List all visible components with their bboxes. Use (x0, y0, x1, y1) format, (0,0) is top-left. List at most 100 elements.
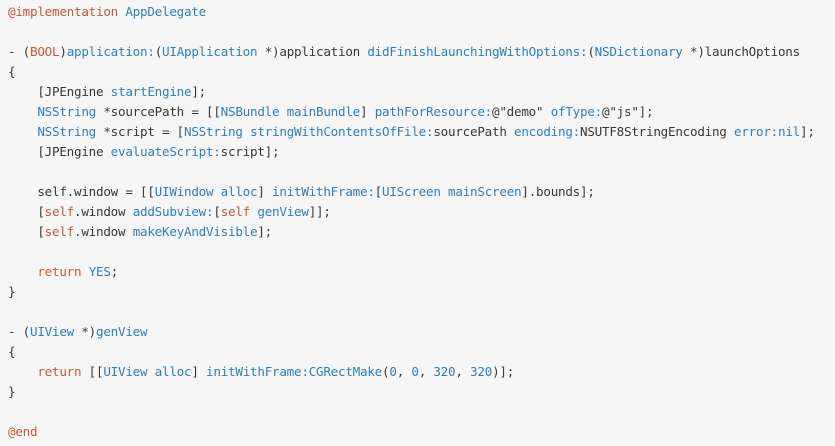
code-token-plain: NSUTF8StringEncoding (580, 124, 734, 139)
code-token-method: ofType: (550, 104, 603, 119)
code-token-plain (213, 184, 220, 199)
code-line: [self.window addSubview:[self genView]]; (8, 202, 835, 222)
code-line (8, 162, 835, 182)
code-token-plain: script]; (220, 144, 280, 159)
code-line: return YES; (8, 262, 835, 282)
code-token-type: UIView (103, 364, 148, 379)
code-token-plain: - ( (8, 324, 30, 339)
code-token-keyword: self (220, 204, 251, 219)
code-token-plain: , (396, 364, 412, 379)
code-token-plain: ]]; (308, 204, 331, 219)
code-token-plain (147, 364, 154, 379)
code-token-plain: .window (74, 204, 133, 219)
code-line: [self.window makeKeyAndVisible]; (8, 222, 835, 242)
code-token-plain: [JPEngine (8, 84, 111, 99)
code-token-method: encoding: (514, 124, 580, 139)
code-line: @implementation AppDelegate (8, 2, 835, 22)
code-token-plain: [[ (81, 364, 104, 379)
code-token-keyword: BOOL (30, 44, 60, 59)
code-token-plain: *)application (257, 44, 368, 59)
code-token-plain: ] (360, 104, 375, 119)
code-token-type: nil (777, 124, 800, 139)
code-token-method: genView (96, 324, 148, 339)
code-token-keyword: return (37, 264, 82, 279)
code-line: { (8, 62, 835, 82)
code-token-plain: , (418, 364, 434, 379)
code-token-type: NSString (184, 124, 243, 139)
code-token-method: error: (733, 124, 778, 139)
code-token-plain: )]; (492, 364, 515, 379)
code-token-plain: } (8, 284, 16, 299)
code-token-plain: ) (59, 44, 67, 59)
code-token-method: alloc (154, 364, 192, 379)
code-token-method: initWithFrame: (272, 184, 375, 199)
code-token-plain: self.window = [[ (8, 184, 155, 199)
code-token-plain (279, 104, 286, 119)
code-token-plain (81, 264, 88, 279)
code-line: } (8, 382, 835, 402)
code-token-plain: , (455, 364, 471, 379)
code-token-plain (8, 124, 37, 139)
code-token-plain: { (8, 344, 16, 359)
code-token-type: 320 (470, 364, 493, 379)
code-token-method: genView (257, 204, 309, 219)
code-token-keyword: @end (8, 424, 38, 439)
code-line: - (UIView *)genView (8, 322, 835, 342)
code-token-plain: ]; (257, 224, 273, 239)
code-token-method: alloc (220, 184, 258, 199)
code-token-plain: *) (74, 324, 96, 339)
code-token-method: application: (66, 44, 155, 59)
code-token-method: makeKeyAndVisible (132, 224, 258, 239)
code-token-plain: ].bounds]; (521, 184, 595, 199)
code-token-type: NSDictionary (594, 44, 683, 59)
code-token-type: UIApplication (162, 44, 258, 59)
code-token-type: YES (88, 264, 111, 279)
code-token-plain: ( (382, 364, 390, 379)
code-token-keyword: self (44, 224, 75, 239)
code-token-type: AppDelegate (125, 4, 206, 19)
code-token-type: 320 (433, 364, 456, 379)
code-token-type: CGRectMake (308, 364, 383, 379)
code-token-plain: [ (8, 224, 45, 239)
code-token-type: NSBundle (220, 104, 280, 119)
code-token-method: addSubview: (132, 204, 214, 219)
code-line: - (BOOL)application:(UIApplication *)app… (8, 42, 835, 62)
code-token-plain: [ (374, 184, 383, 199)
code-token-plain: ] (191, 364, 207, 379)
code-token-plain: [JPEngine (8, 144, 111, 159)
code-token-method: didFinishLaunchingWithOptions: (367, 44, 588, 59)
code-token-method: pathForResource: (374, 104, 493, 119)
code-line: { (8, 342, 835, 362)
code-token-type: UIScreen (382, 184, 441, 199)
code-token-plain: ( (587, 44, 595, 59)
code-token-method: startEngine (110, 84, 192, 99)
code-token-plain: { (8, 64, 16, 79)
code-token-method: mainBundle (286, 104, 361, 119)
code-token-plain: ( (154, 44, 163, 59)
code-line: [JPEngine evaluateScript:script]; (8, 142, 835, 162)
code-token-method: mainScreen (448, 184, 522, 199)
code-token-plain: @"demo" (492, 104, 551, 119)
code-token-plain: @"js"]; (602, 104, 654, 119)
code-token-plain: ; (110, 264, 119, 279)
code-token-plain: ] (257, 184, 273, 199)
code-token-plain: .window (74, 224, 133, 239)
code-line (8, 22, 835, 42)
code-token-plain: *script = [ (96, 124, 185, 139)
code-token-type: UIView (30, 324, 74, 339)
code-line: NSString *sourcePath = [[NSBundle mainBu… (8, 102, 835, 122)
code-token-plain (243, 124, 250, 139)
code-line: [JPEngine startEngine]; (8, 82, 835, 102)
code-line: @end (8, 422, 835, 442)
code-token-plain (441, 184, 448, 199)
code-token-plain: [ (8, 204, 45, 219)
code-line: return [[UIView alloc] initWithFrame:CGR… (8, 362, 835, 382)
code-token-plain (8, 264, 37, 279)
code-token-keyword: @implementation (8, 4, 126, 19)
code-token-type: NSString (37, 104, 97, 119)
code-line: NSString *script = [NSString stringWithC… (8, 122, 835, 142)
code-line: } (8, 282, 835, 302)
code-token-plain: *)launchOptions (682, 44, 800, 59)
code-token-type: UIWindow (154, 184, 214, 199)
